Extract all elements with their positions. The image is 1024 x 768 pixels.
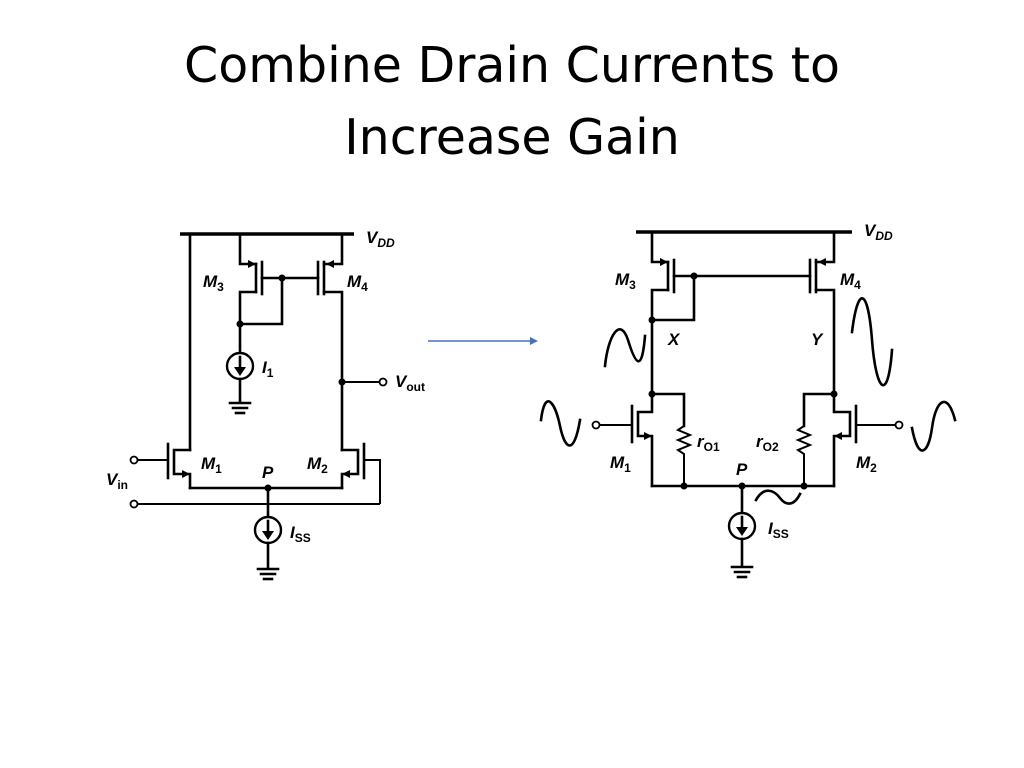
right-node-x-label: X — [667, 330, 681, 349]
title-line-2: Increase Gain — [344, 109, 680, 166]
right-m1-transistor — [600, 392, 654, 488]
right-x-sine-wave — [603, 328, 647, 368]
right-m4-label: M4 — [840, 270, 861, 292]
left-vout-label: Vout — [395, 372, 425, 394]
left-m2-label: M2 — [307, 454, 328, 476]
right-m3-transistor — [650, 230, 812, 394]
left-vin-minus-terminal — [129, 499, 139, 509]
left-node-p-label: P — [262, 463, 274, 482]
left-m4-transistor — [316, 232, 344, 452]
left-m3-transistor — [238, 232, 320, 326]
left-m3-diode-wire — [238, 276, 284, 326]
right-m4-transistor — [808, 230, 836, 394]
right-node-y-label: Y — [811, 330, 824, 349]
right-m2-gate-terminal — [894, 420, 904, 430]
left-iss-label: ISS — [290, 523, 311, 545]
right-m1-input-sine-wave — [539, 400, 582, 447]
transform-arrow — [428, 337, 538, 345]
right-circuit: VDD M3 X M4 Y — [539, 221, 957, 579]
left-i1-label: I1 — [262, 358, 274, 380]
left-i1-source — [225, 322, 255, 415]
right-m2-input-sine-wave — [910, 400, 957, 452]
right-m3-diode-wire — [650, 274, 696, 322]
left-circuit: VDD M3 M4 — [106, 228, 425, 581]
left-m2-transistor — [340, 442, 381, 504]
right-p-ripple-wave — [754, 489, 802, 505]
right-node-p-label: P — [736, 460, 748, 479]
left-iss-source — [253, 486, 283, 581]
title-line-1: Combine Drain Currents to — [184, 37, 840, 94]
left-vdd-label: VDD — [366, 228, 395, 250]
left-m4-label: M4 — [347, 272, 368, 294]
right-m2-label: M2 — [856, 453, 877, 475]
right-ro2-top-wire — [802, 392, 836, 428]
left-vin-label: Vin — [106, 470, 128, 492]
right-y-sine-wave — [850, 297, 894, 387]
left-vout-terminal — [378, 377, 388, 387]
right-ro2-label: rO2 — [756, 432, 779, 454]
left-m1-transistor — [137, 442, 192, 490]
slide-title: Combine Drain Currents to Increase Gain — [0, 30, 1024, 174]
right-m1-gate-terminal — [591, 420, 601, 430]
right-m3-label: M3 — [615, 270, 636, 292]
right-m1-label: M1 — [610, 453, 631, 475]
right-ro2-resistor — [795, 425, 813, 486]
right-ro1-resistor — [675, 425, 693, 486]
left-m3-label: M3 — [203, 272, 224, 294]
right-ro1-label: rO1 — [697, 432, 720, 454]
right-m2-transistor — [832, 392, 895, 488]
right-vdd-label: VDD — [864, 221, 893, 243]
right-ro1-top-wire — [650, 392, 686, 428]
right-iss-source — [727, 484, 757, 579]
left-vin-plus-terminal — [129, 455, 139, 465]
right-iss-label: ISS — [768, 519, 789, 541]
left-m1-label: M1 — [201, 454, 222, 476]
